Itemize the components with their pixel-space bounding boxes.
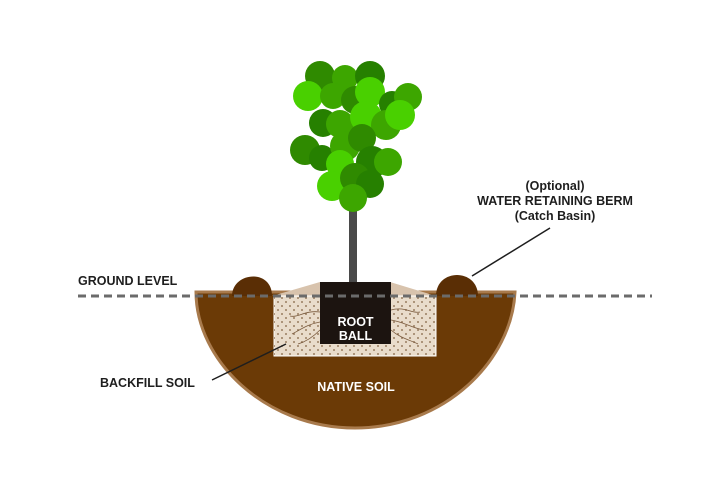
- backfill-leader-line: [211, 343, 287, 381]
- tree-foliage: [290, 61, 422, 212]
- berm-leader-line: [471, 227, 551, 277]
- ground-level-label: GROUND LEVEL: [78, 274, 178, 288]
- berm-left: [232, 276, 272, 296]
- native-soil-label: NATIVE SOIL: [317, 380, 395, 394]
- root-ball-label-line1: ROOT: [337, 315, 373, 329]
- berm-right: [436, 275, 478, 296]
- roots: [289, 308, 425, 345]
- berm-title-label: WATER RETAINING BERM: [477, 194, 633, 208]
- berm-optional-label: (Optional): [525, 179, 584, 193]
- root-ball-label-line2: BALL: [339, 329, 373, 343]
- backfill-soil-label: BACKFILL SOIL: [100, 376, 195, 390]
- root-ball: [320, 282, 391, 344]
- berm-subtitle-label: (Catch Basin): [515, 209, 596, 223]
- tree-trunk: [349, 190, 357, 284]
